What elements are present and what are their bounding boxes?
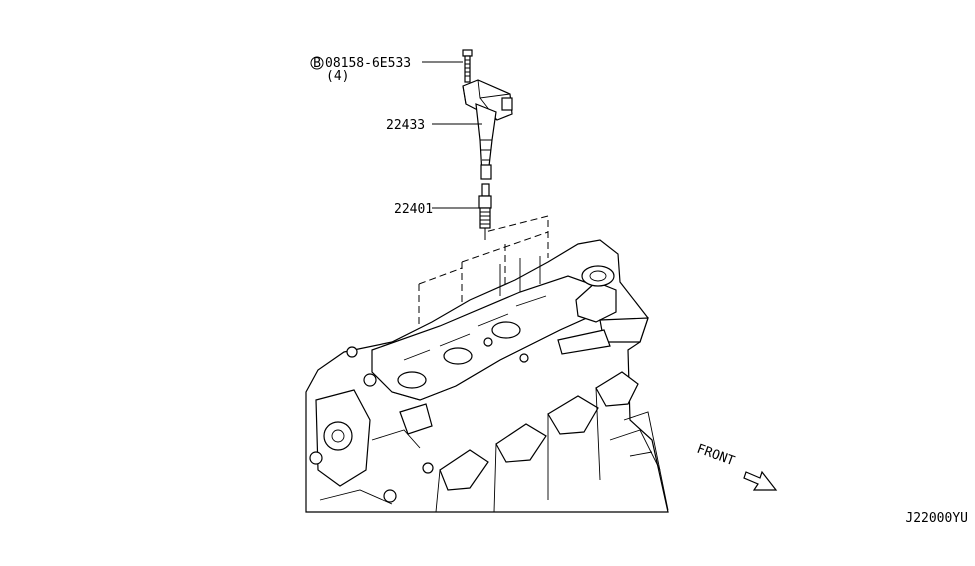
front-label: FRONT [695,442,737,470]
front-direction: FRONT [695,442,778,491]
coil-part-number: 22433 [386,118,425,133]
bolt-prefix-badge [310,56,324,70]
bolt-part-number: 08158-6E533 [325,56,411,71]
diagram-id: J22000YU [905,511,968,526]
bolt-prefix: B [313,56,321,71]
ignition-coil [462,79,513,180]
bolt [462,49,473,83]
bolt-callout: B 08158-6E533 (4) [310,56,411,84]
engine-block [305,239,669,513]
bolt-quantity: (4) [326,69,349,84]
plug-part-number: 22401 [394,202,433,217]
front-arrow-icon [743,470,778,491]
spark-plug [478,183,492,238]
